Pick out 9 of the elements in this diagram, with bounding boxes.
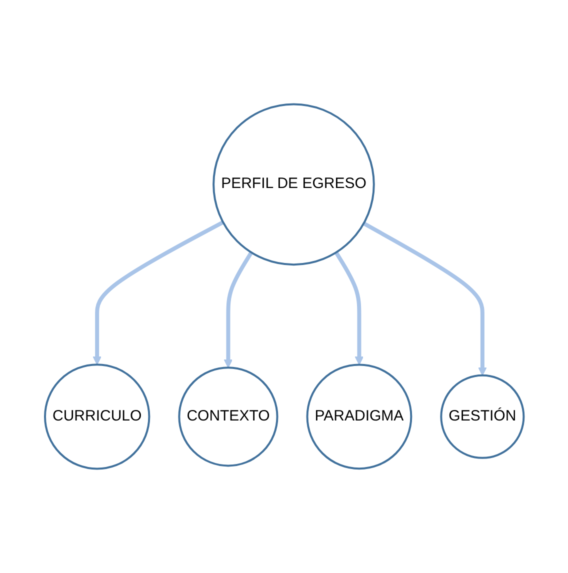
arrow [334,251,364,366]
node-circle: CONTEXTO [178,366,278,467]
arrow [362,222,486,376]
node-circle: PERFIL DE EGRESO [212,103,375,266]
node-circle: GESTIÓN [440,374,524,459]
arrow [92,220,224,365]
node-circle: CURRICULO [44,364,150,470]
node-circle: PARADIGMA [306,364,412,470]
arrow [223,251,253,368]
